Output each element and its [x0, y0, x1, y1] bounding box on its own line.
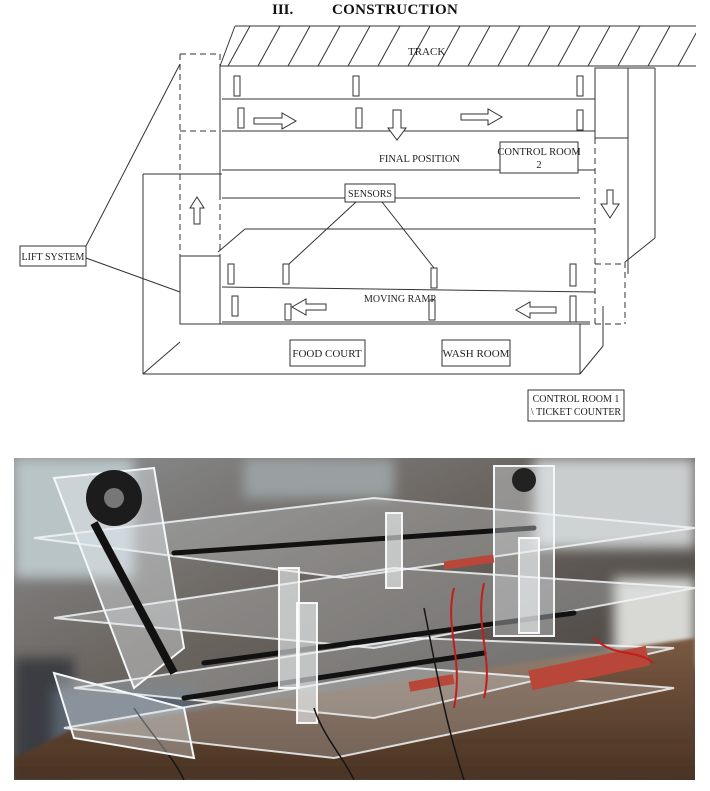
arrow-down-icon: [387, 109, 407, 141]
section-title: CONSTRUCTION: [332, 2, 459, 18]
track-label: TRACK: [408, 46, 445, 58]
arrow-up-icon: [189, 196, 205, 225]
sensors-label: SENSORS: [348, 189, 392, 200]
arrow-left-icon: [290, 298, 327, 316]
construction-diagram-svg: TRACK FINAL POSITION CONTROL ROOM 2 SENS…: [19, 25, 696, 422]
control-room-2-number: 2: [536, 160, 541, 171]
arrow-right-icon: [253, 112, 298, 130]
arrow-left-icon: [514, 301, 557, 319]
food-court-label: FOOD COURT: [292, 348, 362, 360]
lift-system-label: LIFT SYSTEM: [22, 252, 85, 263]
ticket-counter-label: \ TICKET COUNTER: [531, 407, 622, 418]
section-number: III.: [272, 2, 294, 18]
arrow-right-icon: [460, 108, 504, 126]
construction-diagram: TRACK FINAL POSITION CONTROL ROOM 2 SENS…: [0, 24, 710, 424]
arrow-down-icon: [600, 189, 620, 219]
control-room-1-label: CONTROL ROOM 1: [533, 394, 620, 405]
sensor-posts: [227, 75, 584, 323]
moving-ramp-label: MOVING RAMP: [364, 294, 436, 305]
section-heading: III. CONSTRUCTION: [0, 2, 710, 22]
model-photo: [14, 458, 695, 780]
wash-room-label: WASH ROOM: [443, 348, 510, 360]
track-hatching: [227, 26, 696, 66]
model-photo-svg: [14, 458, 695, 780]
final-position-label: FINAL POSITION: [379, 154, 460, 165]
control-room-2-label: CONTROL ROOM: [497, 147, 581, 158]
